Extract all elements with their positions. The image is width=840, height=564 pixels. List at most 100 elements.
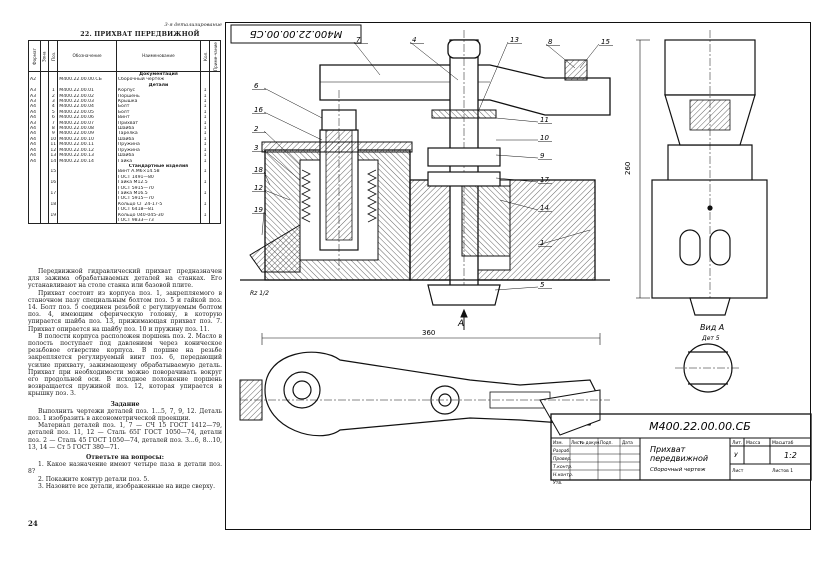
callout-number: 12 (254, 184, 263, 192)
spec-cell-name: Пружина (115, 147, 202, 154)
spec-cell-zone (39, 169, 50, 175)
paragraph: Прихват состоит из корпуса поз. 1, закре… (28, 289, 222, 333)
spec-cell-pos (48, 77, 59, 83)
spec-cell-pos: 10 (48, 136, 59, 143)
top-code: М400.22.00.00.СБ (250, 28, 343, 39)
spec-cell-name: Болт (115, 109, 202, 116)
callout-number: 17 (540, 176, 549, 184)
callout-number: 19 (254, 206, 263, 214)
spec-cell-pos: 1 (48, 88, 59, 94)
spec-cell-zone (39, 93, 50, 100)
question: 3. Назовите все детали, изображенные на … (38, 482, 215, 490)
spec-cell-pos: 12 (48, 147, 59, 154)
spec-cell-zone (39, 147, 50, 154)
spec-cell-name: Прихват (115, 120, 202, 127)
spec-cell-note (209, 158, 221, 164)
callout-number: 8 (548, 38, 553, 46)
spec-cell-name: ГОСТ 1491—80 (115, 174, 202, 181)
callout-leader (261, 211, 265, 236)
title-block-role: Утв. (553, 480, 562, 486)
col-scale: Масштаб (772, 440, 794, 446)
spec-cell-name: Гайка (115, 158, 202, 164)
spec-cell-note (209, 212, 221, 218)
col-name: Наименование (115, 40, 202, 72)
spec-cell-name: Корпус (115, 88, 202, 94)
callout-number: 1 (540, 239, 544, 247)
spec-cell-pos (48, 207, 59, 213)
spec-cell-note (209, 131, 221, 137)
spec-cell-note (209, 207, 221, 213)
lit-value: У (734, 452, 738, 459)
spec-cell-pos (48, 163, 59, 170)
spec-header-row: Формат Зона Поз. Обозначение Наименовани… (28, 40, 221, 72)
spec-cell-pos: 18 (48, 201, 59, 208)
spec-cell-pos (48, 174, 59, 181)
scale-value: 1:2 (784, 451, 797, 460)
spec-cell-name: ГОСТ 6418—81 (115, 207, 202, 213)
spec-cell-pos (48, 82, 59, 89)
questions-title: Ответьте на вопросы: (86, 454, 164, 462)
top-view (239, 333, 610, 437)
page-category: 3-я детализирование (164, 22, 222, 28)
spec-cell-note (209, 163, 221, 170)
spec-cell-zone (39, 131, 50, 137)
spec-cell-note (209, 201, 221, 208)
spec-cell-pos: 2 (48, 93, 59, 100)
spec-cell-note (209, 174, 221, 181)
spec-cell-note (209, 136, 221, 143)
spec-cell-pos: 14 (48, 158, 59, 164)
callout-number: 10 (540, 134, 549, 142)
title-block-role: Н.контр. (553, 472, 573, 478)
spec-cell-note (209, 93, 221, 100)
spec-cell-name: Винт (115, 115, 202, 121)
title-block-role: Разраб. (553, 448, 571, 454)
spec-cell-zone (39, 77, 50, 83)
spec-cell-name: Пружина (115, 142, 202, 148)
spec-cell-pos: 19 (48, 212, 59, 218)
spec-cell-name: Крышка (115, 99, 202, 105)
title-block-col-label: Дата (622, 440, 633, 445)
spring-left (301, 169, 311, 223)
spec-cell-name: ГОСТ 9833—73 (115, 217, 202, 225)
spec-cell-note (209, 169, 221, 175)
callout-leader (495, 177, 539, 183)
spec-subheader-row: Детали (28, 82, 221, 89)
callout-leader (537, 229, 591, 246)
title-block-col-label: Лист (571, 440, 582, 445)
col-lit: Лит. (732, 440, 742, 446)
callout-leader (499, 199, 539, 211)
specification-table: Формат Зона Поз. Обозначение Наименовани… (28, 40, 221, 225)
spec-cell-pos: 8 (48, 126, 59, 132)
callout-leader (495, 154, 539, 159)
spec-cell-name: Поршень (115, 93, 202, 100)
spec-cell-zone (39, 88, 50, 94)
spec-cell-zone (39, 174, 50, 181)
spec-cell-name: Шайба (115, 153, 202, 159)
view-sub-label: Дет 5 (701, 335, 720, 342)
callout-number: 7 (356, 36, 361, 44)
question: 1. Какое назначение имеют четыре паза в … (28, 461, 222, 476)
sheets-label: Листов 1 (772, 468, 793, 474)
callout-number: 6 (254, 82, 259, 90)
spec-cell-pos (48, 217, 59, 225)
paragraph: Передвижной гидравлический прихват предн… (28, 268, 222, 290)
spec-cell-zone (39, 180, 50, 186)
roughness-mark: Rz 1/2 (250, 290, 269, 297)
spec-cell-pos: 16 (48, 180, 59, 186)
wedge (249, 224, 301, 273)
page-number: 24 (28, 519, 38, 528)
spec-cell-note (209, 190, 221, 197)
